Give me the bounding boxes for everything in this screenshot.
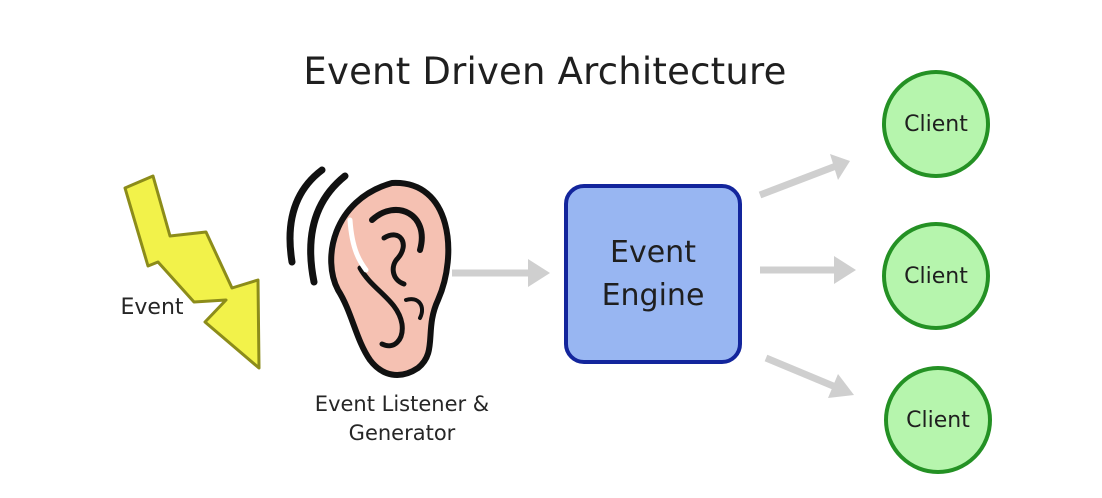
event-engine-line2: Engine [601,278,705,313]
client-node-3: Client [884,366,992,474]
client-node-1: Client [882,70,990,178]
listener-label-line1: Event Listener & [314,392,490,416]
event-engine-box: Event Engine [564,184,742,364]
client-node-2: Client [882,222,990,330]
arrow-ear-to-engine [452,259,550,287]
client-label: Client [904,111,968,137]
diagram-title: Event Driven Architecture [303,50,787,93]
event-label: Event [120,295,184,320]
arrow-engine-to-client-3 [764,354,854,398]
event-engine-line1: Event [610,234,696,270]
listener-label: Event Listener & Generator [282,390,522,449]
client-label: Client [904,263,968,289]
arrow-engine-to-client-1 [758,154,850,199]
client-label: Client [906,407,970,433]
arrow-engine-to-client-2 [760,256,856,284]
listener-label-line2: Generator [348,421,456,446]
event-engine-label: Event Engine [602,231,705,318]
